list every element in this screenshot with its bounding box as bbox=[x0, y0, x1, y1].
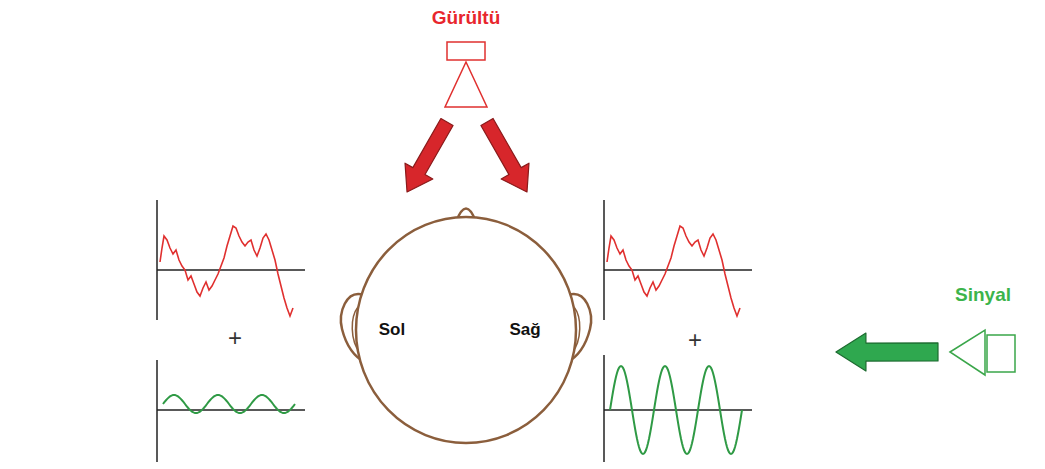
sine-wave bbox=[610, 366, 742, 454]
signal-source: Sinyal bbox=[945, 282, 1025, 380]
block-arrow bbox=[836, 333, 938, 371]
node-label: Sinyal bbox=[955, 285, 1011, 306]
noise-plot-left bbox=[157, 200, 305, 320]
node-shape bbox=[340, 195, 592, 450]
noise-plot-right bbox=[604, 200, 752, 320]
signal-plot-left bbox=[157, 360, 305, 462]
node-label: Sağ bbox=[509, 321, 540, 340]
block-arrow bbox=[405, 119, 453, 192]
node-label: Sol bbox=[379, 321, 405, 340]
plus-sign: + bbox=[688, 328, 702, 352]
signal-plot-right bbox=[604, 355, 752, 462]
plus-sign: + bbox=[228, 326, 242, 350]
block-arrow bbox=[481, 119, 529, 192]
listener-head: Sol Sağ bbox=[340, 195, 592, 450]
sine-wave bbox=[163, 395, 295, 413]
noise-source: Gürültü bbox=[425, 4, 507, 110]
node-label: Gürültü bbox=[432, 8, 501, 29]
